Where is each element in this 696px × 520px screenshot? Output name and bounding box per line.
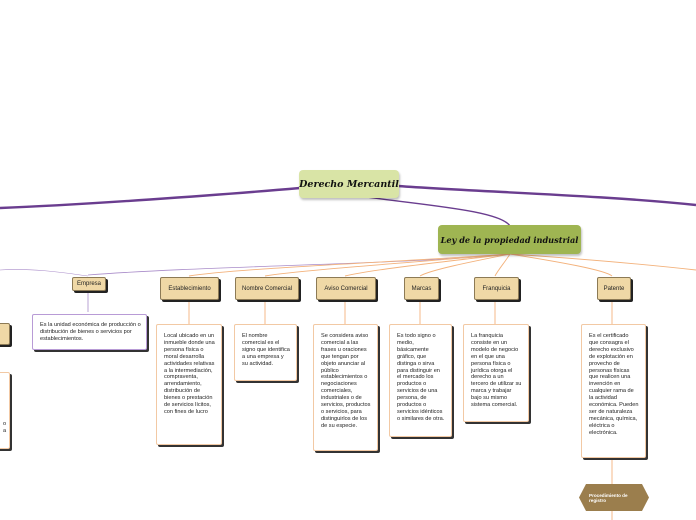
card-franquicia[interactable]: La franquicia consiste en un modelo de n… xyxy=(463,324,529,422)
card-establecimiento-text: Local ubicado en un inmueble donde una p… xyxy=(164,333,215,415)
root-topic-label: Derecho Mercantil xyxy=(299,178,399,190)
topic-nombre-comercial-label: Nombre Comercial xyxy=(241,285,292,292)
topic-franquicia-label: Franquicia xyxy=(482,285,511,292)
card-marcas[interactable]: Es todo signo o medio, básicamente gráfi… xyxy=(389,324,452,437)
topic-establecimiento[interactable]: Establecimiento xyxy=(160,277,219,300)
partial-topic-left[interactable] xyxy=(0,323,10,345)
topic-establecimiento-label: Establecimiento xyxy=(168,285,211,292)
topic-empresa[interactable]: Empresa xyxy=(72,277,106,291)
card-empresa[interactable]: Es la unidad económica de producción o d… xyxy=(32,314,147,350)
topic-franquicia[interactable]: Franquicia xyxy=(474,277,519,300)
partial-card-line: o xyxy=(3,421,7,427)
partial-card-left[interactable]: o a xyxy=(0,372,10,449)
topic-patente[interactable]: Patente xyxy=(597,277,631,300)
card-aviso-comercial[interactable]: Se considera aviso comercial a las frase… xyxy=(313,324,378,451)
topic-marcas-label: Marcas xyxy=(411,285,432,292)
topic-procedimiento-registro[interactable]: Procedimiento de registro xyxy=(579,484,649,511)
topic-nombre-comercial[interactable]: Nombre Comercial xyxy=(235,277,299,300)
subtopic-ley-propiedad-industrial[interactable]: Ley de la propiedad industrial xyxy=(438,225,581,254)
card-nombre-comercial-text: El nombre comercial es el signo que iden… xyxy=(242,333,290,367)
topic-procedimiento-registro-label: Procedimiento de registro xyxy=(589,493,628,504)
card-establecimiento[interactable]: Local ubicado en un inmueble donde una p… xyxy=(156,324,222,445)
topic-empresa-label: Empresa xyxy=(76,281,101,287)
card-patente[interactable]: Es el certificado que consagra el derech… xyxy=(581,324,646,458)
card-empresa-text: Es la unidad económica de producción o d… xyxy=(40,322,141,342)
card-nombre-comercial[interactable]: El nombre comercial es el signo que iden… xyxy=(234,324,297,381)
topic-patente-label: Patente xyxy=(603,285,625,292)
root-topic-derecho-mercantil[interactable]: Derecho Mercantil xyxy=(299,170,399,198)
topic-marcas[interactable]: Marcas xyxy=(404,277,439,300)
card-franquicia-text: La franquicia consiste en un modelo de n… xyxy=(471,333,522,409)
topic-aviso-comercial-label: Aviso Comercial xyxy=(324,285,368,292)
card-marcas-text: Es todo signo o medio, básicamente gráfi… xyxy=(397,333,445,422)
hexagon-shape xyxy=(579,484,649,511)
card-aviso-comercial-text: Se considera aviso comercial a las frase… xyxy=(321,333,371,429)
card-patente-text: Es el certificado que consagra el derech… xyxy=(589,333,639,436)
partial-card-line: a xyxy=(3,427,7,434)
subtopic-label: Ley de la propiedad industrial xyxy=(440,234,579,245)
topic-aviso-comercial[interactable]: Aviso Comercial xyxy=(316,277,376,300)
